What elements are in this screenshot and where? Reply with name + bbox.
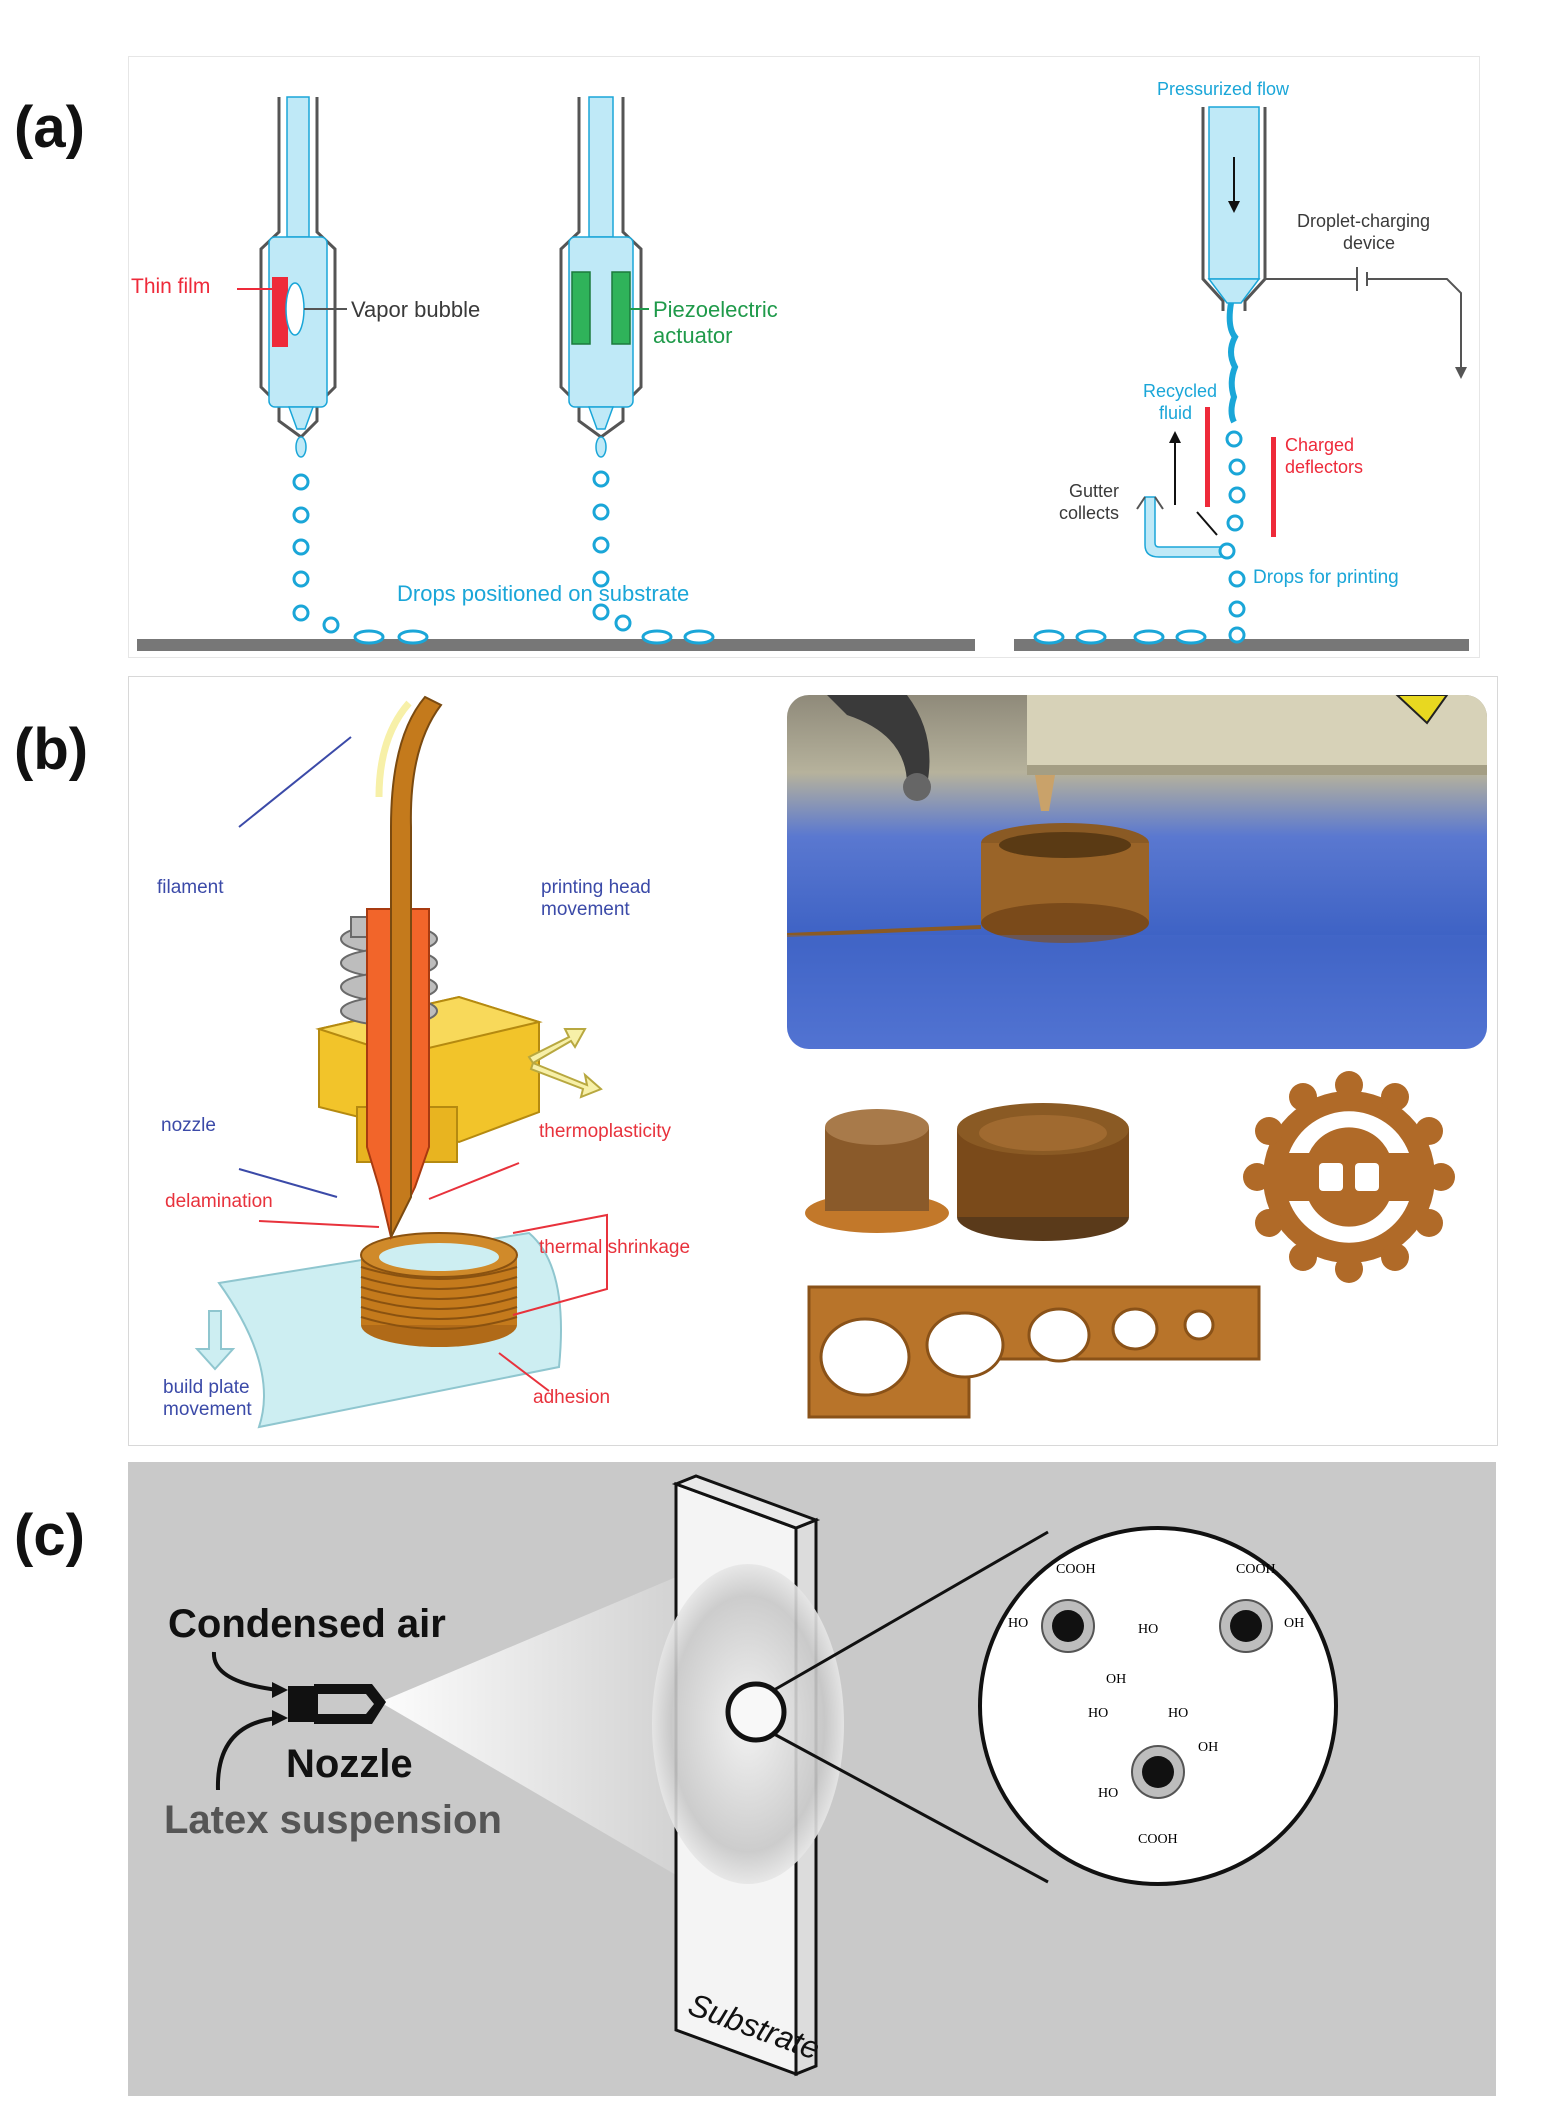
magnified-spot [725,1681,787,1743]
condensed-air-label: Condensed air [168,1602,446,1646]
printed-ring [360,1232,518,1347]
substrate-slab [652,1474,844,2077]
nozzle-label: nozzle [161,1115,216,1136]
chem-oh-3: OH [1198,1740,1219,1755]
spray-nozzle [288,1684,386,1724]
photo-printed-parts [789,1067,1489,1437]
chem-ho-4: HO [1168,1706,1189,1721]
chem-cooh-2: COOH [1236,1562,1276,1577]
thermal-printhead [237,96,347,458]
thermoplasticity-label: thermoplasticity [539,1121,671,1142]
chem-oh-1: OH [1284,1616,1305,1631]
thermal-shrinkage-label: thermal shrinkage [539,1237,691,1258]
chem-ho-1: HO [1008,1616,1029,1631]
charged-deflectors-label-line1: Charged [1285,435,1355,455]
filament-label: filament [157,877,224,898]
photo-printing-scene [787,695,1487,1049]
piezo-actuator-right [611,271,631,345]
substrate-right [1014,639,1469,651]
recycled-fluid-label-line1: Recycled [1143,381,1218,401]
inkjet-drawing [137,96,1469,651]
piezo-drops [592,470,715,645]
piezo-printhead [559,96,649,458]
build-plate-movement-arrow [194,1310,236,1371]
nozzle-label-c: Nozzle [286,1742,413,1786]
recycled-fluid-label-line2: fluid [1159,403,1193,423]
continuous-drops [1033,430,1246,645]
printing-head-movement-label-line1: printing head [541,877,651,898]
piezo-actuator-left [571,271,591,345]
printing-head-movement-label-line2: movement [541,899,630,920]
deflector-right [1271,437,1276,537]
gutter-collects-label-line1: Gutter [1069,481,1120,501]
chem-cooh-1: COOH [1056,1562,1096,1577]
thin-film-label: Thin film [131,275,211,298]
latex-particles [1041,1599,1273,1799]
pressurized-flow-label: Pressurized flow [1157,79,1290,99]
gutter [1144,496,1226,558]
droplet-charging-label-line2: device [1343,233,1396,253]
continuous-printhead [1136,106,1467,558]
printed-parts-illustration [805,1071,1455,1419]
panel-b-letter: (b) [14,717,89,782]
panel-b-fdm: filament printing head movement nozzle t… [128,676,1498,1446]
filament [390,695,443,1238]
magnified-circle [978,1526,1338,1886]
thin-film-heater [272,277,288,347]
spray-cone [380,1572,688,1882]
latex-suspension-label: Latex suspension [164,1798,502,1842]
charged-deflectors-label-line2: deflectors [1285,457,1364,477]
vapor-bubble [285,282,305,336]
panel-a-inkjet-diagram: Thin film Vapor bubble Piezoelectric act… [128,56,1480,658]
panel-c-spray-coating: COOH COOH HO OH HO OH HO HO OH HO COOH C… [128,1462,1496,2096]
piezo-label-line1: Piezoelectric [653,297,778,322]
deflector-left [1205,407,1210,507]
chem-cooh-3: COOH [1138,1832,1178,1847]
build-plate-movement-label-line2: movement [163,1399,252,1420]
panel-a-letter: (a) [14,95,85,160]
adhesion-label: adhesion [533,1387,611,1408]
chem-oh-2: OH [1106,1672,1127,1687]
thermal-drops [292,473,429,645]
panel-c-letter: (c) [14,1503,85,1568]
gutter-collects-label-line2: collects [1059,503,1120,523]
photo-printing-in-progress [787,695,1487,1049]
build-plate-movement-label-line1: build plate [163,1377,250,1398]
substrate-left [137,639,975,651]
delamination-label: delamination [165,1191,273,1212]
drops-positioned-label: Drops positioned on substrate [397,581,690,606]
fdm-diagram [194,695,608,1429]
vapor-bubble-label: Vapor bubble [351,297,481,322]
droplet-charging-label-line1: Droplet-charging [1297,211,1431,231]
piezo-label-line2: actuator [653,323,733,348]
chem-ho-2: HO [1138,1622,1159,1637]
drops-for-printing-label: Drops for printing [1253,567,1399,588]
chem-ho-5: HO [1098,1786,1119,1801]
chem-ho-3: HO [1088,1706,1109,1721]
spray-diagram [211,1474,1338,2077]
printing-head-movement-arrows [527,1028,603,1099]
